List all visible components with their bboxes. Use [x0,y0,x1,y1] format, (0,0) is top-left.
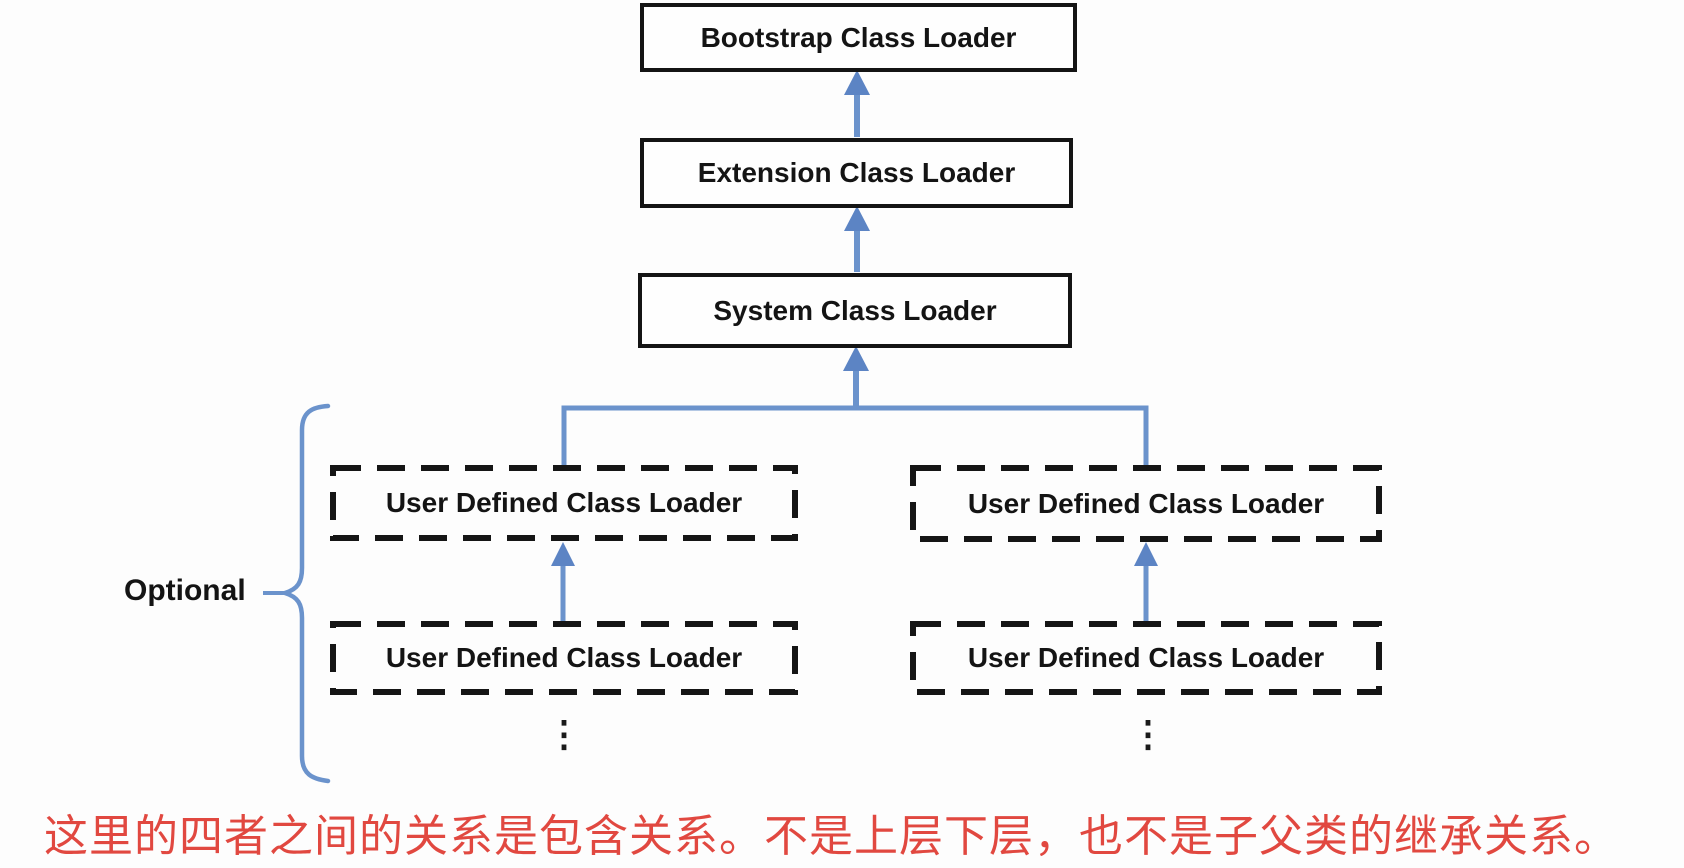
up-arrow-icon [843,346,869,407]
node-extension-class-loader: Extension Class Loader [640,138,1073,208]
up-arrow-icon [844,206,870,272]
node-label: User Defined Class Loader [967,487,1325,519]
node-system-class-loader: System Class Loader [638,273,1072,348]
node-label: User Defined Class Loader [967,642,1325,673]
dashed-box-outline [910,621,1382,695]
node-bootstrap-class-loader: Bootstrap Class Loader [640,3,1077,72]
node-user-defined-class-loader-right-1: User Defined Class Loader [910,465,1382,542]
node-label: User Defined Class Loader [385,486,743,518]
node-label: Bootstrap Class Loader [700,21,1017,53]
branch-connector-line [561,405,1149,470]
diagram-caption: 这里的四者之间的关系是包含关系。不是上层下层，也不是子父类的继承关系。 [44,812,1619,861]
vertical-ellipsis-icon: ⋮ [1130,713,1166,754]
optional-brace-icon [277,403,331,784]
node-label: User Defined Class Loader [385,642,743,673]
node-user-defined-class-loader-left-1: User Defined Class Loader [330,465,798,540]
up-arrow-icon [1134,542,1158,621]
node-label: Extension Class Loader [697,157,1016,188]
up-arrow-icon [844,70,870,137]
dashed-box-outline [330,465,798,541]
node-user-defined-class-loader-right-2: User Defined Class Loader [910,622,1382,694]
node-label: System Class Loader [713,294,997,326]
dashed-box-outline [910,465,1382,542]
node-user-defined-class-loader-left-2: User Defined Class Loader [330,622,798,694]
dashed-box-outline [330,621,798,695]
up-arrow-icon [551,542,575,621]
vertical-ellipsis-icon: ⋮ [546,713,582,754]
optional-group-label: Optional [124,574,246,607]
